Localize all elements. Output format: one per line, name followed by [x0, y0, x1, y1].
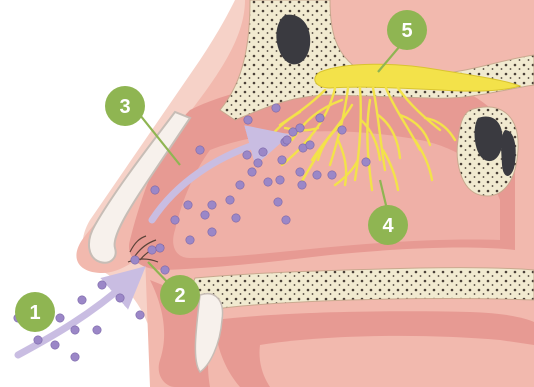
odor-molecule: [136, 311, 144, 319]
odor-molecule: [278, 156, 286, 164]
odor-molecule: [186, 236, 194, 244]
odor-molecule: [272, 104, 280, 112]
callout-1: 1: [15, 292, 55, 332]
odor-molecule: [71, 353, 79, 361]
odor-molecule: [313, 171, 321, 179]
odor-molecule: [282, 216, 290, 224]
callout-2: 2: [160, 275, 200, 315]
odor-molecule: [232, 214, 240, 222]
odor-molecule: [98, 281, 106, 289]
odor-molecule: [244, 116, 252, 124]
callout-2-label: 2: [174, 285, 185, 307]
odor-molecule: [34, 336, 42, 344]
odor-molecule: [208, 228, 216, 236]
odor-molecule: [306, 141, 314, 149]
odor-molecule: [226, 196, 234, 204]
odor-molecule: [362, 158, 370, 166]
odor-molecule: [131, 256, 139, 264]
odor-molecule: [236, 181, 244, 189]
odor-molecule: [208, 201, 216, 209]
odor-molecule: [296, 168, 304, 176]
callout-1-label: 1: [29, 302, 40, 324]
odor-molecule: [51, 341, 59, 349]
callout-4-label: 4: [382, 215, 394, 237]
odor-molecule: [328, 171, 336, 179]
odor-molecule: [298, 181, 306, 189]
odor-molecule: [274, 198, 282, 206]
callout-5: 5: [387, 10, 427, 50]
odor-molecule: [196, 146, 204, 154]
odor-molecule: [254, 159, 262, 167]
odor-molecule: [243, 151, 251, 159]
odor-molecule: [78, 296, 86, 304]
callout-4: 4: [368, 205, 408, 245]
odor-molecule: [259, 148, 267, 156]
odor-molecule: [316, 114, 324, 122]
odor-molecule: [296, 124, 304, 132]
odor-molecule: [171, 216, 179, 224]
odor-molecule: [93, 326, 101, 334]
odor-molecule: [161, 266, 169, 274]
tongue: [259, 336, 534, 387]
callout-5-label: 5: [401, 20, 412, 42]
odor-molecule: [264, 178, 272, 186]
odor-molecule: [276, 176, 284, 184]
odor-molecule: [283, 136, 291, 144]
odor-molecule: [338, 126, 346, 134]
nasal-concha-region: [173, 131, 500, 258]
odor-molecule: [56, 314, 64, 322]
callout-3-label: 3: [119, 96, 130, 118]
odor-molecule: [116, 294, 124, 302]
odor-molecule: [71, 326, 79, 334]
odor-molecule: [148, 246, 156, 254]
odor-molecule: [248, 168, 256, 176]
callout-3: 3: [105, 86, 145, 126]
odor-molecule: [184, 201, 192, 209]
odor-molecule: [151, 186, 159, 194]
odor-molecule: [201, 211, 209, 219]
odor-molecule: [156, 244, 164, 252]
